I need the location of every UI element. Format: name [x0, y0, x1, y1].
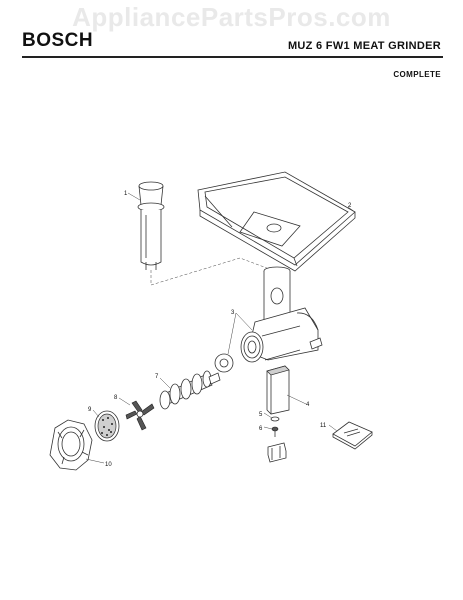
part-4-slider[interactable]	[266, 365, 290, 463]
callout-2: 2	[348, 203, 352, 209]
part-3-housing[interactable]	[240, 266, 323, 363]
callout-7: 7	[155, 374, 159, 380]
leader-lines	[85, 192, 356, 464]
part-2-tray[interactable]	[197, 171, 356, 272]
diagram-title: MUZ 6 FW1 MEAT GRINDER	[287, 40, 441, 52]
callout-1: 1	[124, 191, 128, 197]
part-5-washer[interactable]	[270, 416, 280, 422]
part-1-pusher[interactable]	[137, 181, 165, 270]
part-10-ring-nut[interactable]	[49, 419, 93, 471]
callout-3: 3	[231, 310, 235, 316]
callout-4: 4	[306, 402, 310, 408]
part-9-disc[interactable]	[94, 410, 120, 442]
callout-11: 11	[320, 423, 327, 429]
callout-6: 6	[259, 426, 263, 432]
part-11-manual[interactable]	[332, 421, 373, 450]
part-6-screw[interactable]	[271, 426, 279, 437]
callout-8: 8	[114, 395, 118, 401]
callout-5: 5	[259, 412, 263, 418]
callout-10: 10	[105, 462, 112, 468]
brand-logo: BOSCH	[22, 30, 94, 51]
part-8-blade[interactable]	[125, 400, 155, 431]
diagram-subtitle: COMPLETE	[393, 70, 441, 79]
part-7-auger[interactable]	[159, 370, 221, 410]
header-rule	[22, 56, 443, 58]
part-3-ring[interactable]	[214, 353, 234, 373]
callout-9: 9	[88, 407, 92, 413]
watermark: AppliancePartsPros.com	[72, 2, 391, 32]
